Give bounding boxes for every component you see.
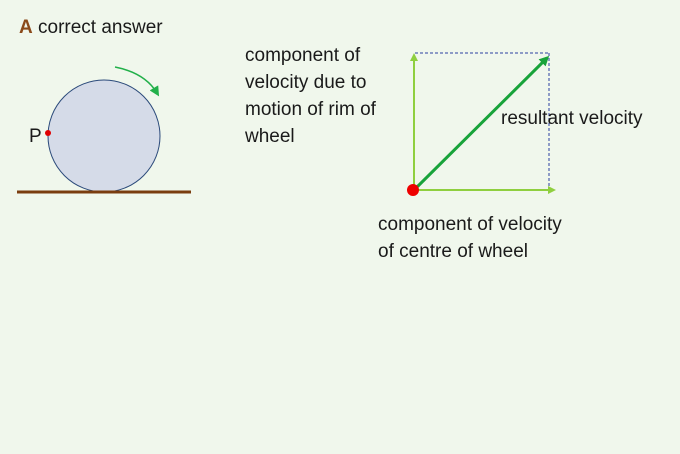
rotation-arrow-icon <box>114 66 160 97</box>
vertical-component-label: component of velocity due to motion of r… <box>245 42 376 150</box>
point-p-marker <box>45 130 51 136</box>
horizontal-label-line: component of velocity <box>378 214 562 235</box>
vertical-label-line: motion of rim of <box>245 99 376 120</box>
wheel <box>47 79 161 193</box>
resultant-velocity-arrow <box>412 55 550 192</box>
vertical-label-line: wheel <box>245 126 295 147</box>
vertical-label-line: velocity due to <box>245 72 367 93</box>
resultant-velocity-label: resultant velocity <box>501 108 643 129</box>
slide-title: A correct answer <box>19 17 163 39</box>
origin-point <box>407 184 419 196</box>
point-p-label: P <box>29 126 42 147</box>
horizontal-label-line: of centre of wheel <box>378 241 528 262</box>
horizontal-component-label: component of velocity of centre of wheel <box>378 211 562 265</box>
answer-text: correct answer <box>38 17 163 38</box>
answer-letter: A <box>19 17 33 38</box>
vertical-label-line: component of <box>245 45 361 66</box>
